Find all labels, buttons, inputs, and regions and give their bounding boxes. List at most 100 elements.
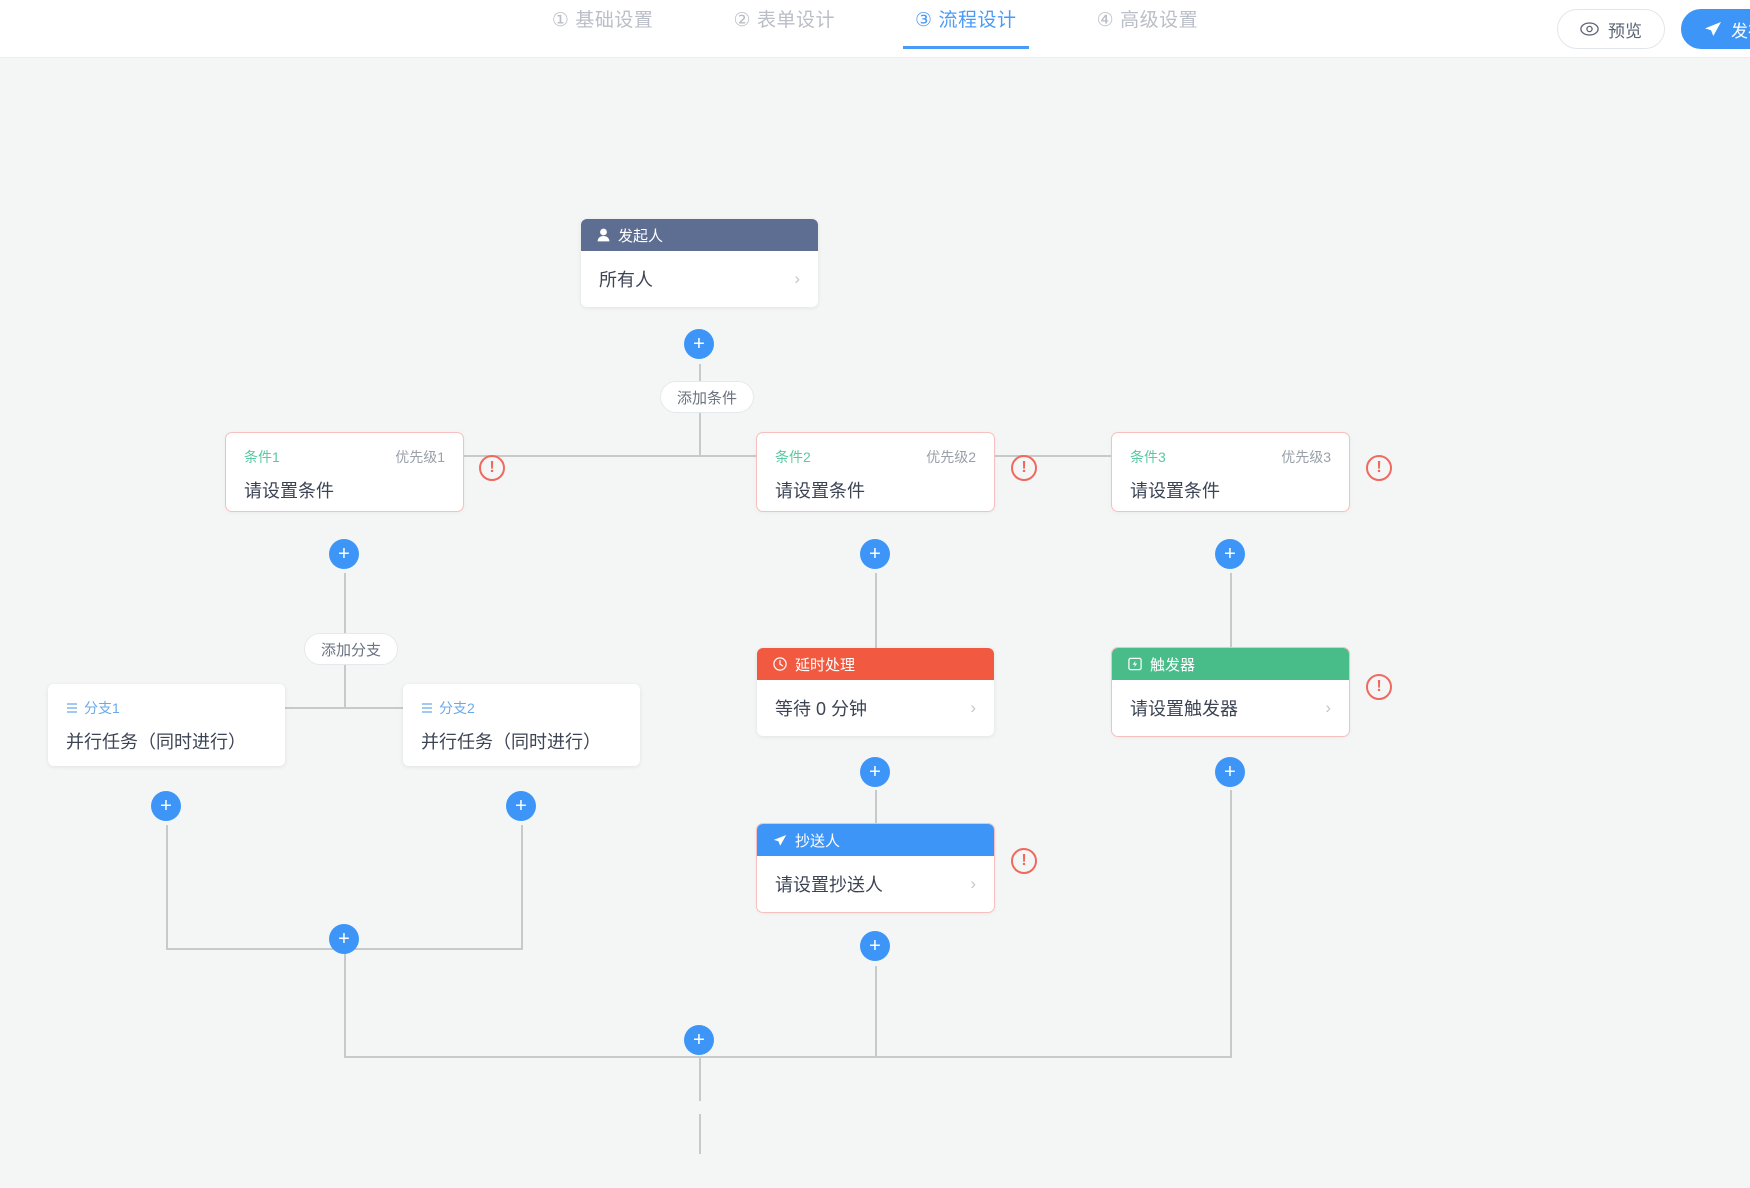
connector-cc-down bbox=[875, 966, 877, 1020]
send-icon bbox=[773, 834, 787, 847]
chevron-right-icon: › bbox=[970, 874, 976, 893]
card-condition-1-top: 条件1 优先级1 bbox=[226, 433, 463, 467]
node-cc[interactable]: 抄送人 请设置抄送人 › bbox=[757, 824, 994, 912]
node-cc-label: 抄送人 bbox=[795, 832, 841, 850]
card-branch-1-text: 并行任务（同时进行） bbox=[66, 732, 246, 752]
chevron-right-icon: › bbox=[1325, 698, 1331, 717]
add-node-button-after-trigger[interactable]: + bbox=[1215, 757, 1245, 787]
card-condition-1[interactable]: 条件1 优先级1 请设置条件 bbox=[226, 433, 463, 511]
connector-branch2-down bbox=[521, 825, 523, 950]
node-delay-body[interactable]: 等待 0 分钟 › bbox=[757, 680, 994, 736]
card-condition-1-priority: 优先级1 bbox=[395, 449, 445, 465]
connector-branch1-down bbox=[166, 825, 168, 950]
tab-process-design-number: ③ bbox=[915, 10, 933, 31]
connector-branch-bus bbox=[166, 707, 522, 709]
parallel-icon bbox=[421, 702, 433, 714]
node-cc-header: 抄送人 bbox=[757, 824, 994, 856]
send-icon bbox=[1704, 21, 1722, 37]
card-branch-2[interactable]: 分支2 并行任务（同时进行） bbox=[403, 684, 640, 766]
tab-form-design-label: 表单设计 bbox=[756, 10, 835, 31]
connector-condition3-down bbox=[1230, 573, 1232, 627]
preview-button-label: 预览 bbox=[1608, 21, 1642, 41]
preview-button[interactable]: 预览 bbox=[1557, 9, 1665, 49]
node-trigger-body[interactable]: 请设置触发器 › bbox=[1112, 680, 1349, 736]
node-trigger[interactable]: 触发器 请设置触发器 › bbox=[1112, 648, 1349, 736]
node-initiator-header: 发起人 bbox=[581, 219, 818, 251]
add-node-button-after-conditions[interactable]: + bbox=[684, 1025, 714, 1055]
add-branch-button[interactable]: 添加分支 bbox=[304, 633, 399, 665]
error-badge-condition-2[interactable]: ! bbox=[1011, 455, 1037, 481]
node-trigger-header: 触发器 bbox=[1112, 648, 1349, 680]
card-condition-2-top: 条件2 优先级2 bbox=[757, 433, 994, 467]
add-node-button-after-condition-2[interactable]: + bbox=[860, 539, 890, 569]
flow-canvas[interactable]: 发起人 所有人 › + 添加条件 条件1 优先级1 请设置条件 ! 条件2 优先… bbox=[0, 59, 1750, 1188]
add-node-button-in-branch-2[interactable]: + bbox=[506, 791, 536, 821]
add-node-button-after-condition-3[interactable]: + bbox=[1215, 539, 1245, 569]
add-node-button-after-condition-1[interactable]: + bbox=[329, 539, 359, 569]
card-branch-2-text: 并行任务（同时进行） bbox=[421, 732, 601, 752]
card-condition-2[interactable]: 条件2 优先级2 请设置条件 bbox=[757, 433, 994, 511]
tab-process-design-label: 流程设计 bbox=[938, 10, 1017, 31]
user-icon bbox=[597, 228, 610, 242]
error-badge-condition-3[interactable]: ! bbox=[1366, 455, 1392, 481]
add-condition-button[interactable]: 添加条件 bbox=[660, 381, 755, 413]
connector-bottom-bus bbox=[344, 1056, 1231, 1058]
card-branch-1-top: 分支1 bbox=[48, 684, 285, 718]
connector-plus-to-bus bbox=[699, 418, 701, 456]
card-branch-1-name-wrap: 分支1 bbox=[66, 698, 120, 718]
card-condition-2-name: 条件2 bbox=[775, 449, 811, 465]
node-delay-value: 等待 0 分钟 bbox=[775, 699, 868, 719]
connector-condition1-down bbox=[344, 573, 346, 627]
card-condition-2-text: 请设置条件 bbox=[775, 481, 865, 501]
tab-advanced-settings-label: 高级设置 bbox=[1120, 10, 1199, 31]
tab-advanced-settings-number: ④ bbox=[1096, 10, 1115, 31]
connector-trigger-plus-down bbox=[1230, 845, 1232, 1058]
chevron-right-icon: › bbox=[794, 269, 800, 288]
connector-trigger-down bbox=[1230, 790, 1232, 845]
node-trigger-label: 触发器 bbox=[1150, 656, 1196, 674]
card-condition-3-name: 条件3 bbox=[1130, 449, 1166, 465]
add-node-button-after-delay[interactable]: + bbox=[860, 757, 890, 787]
node-initiator-body[interactable]: 所有人 › bbox=[581, 251, 818, 307]
card-branch-1[interactable]: 分支1 并行任务（同时进行） bbox=[48, 684, 285, 766]
parallel-icon bbox=[66, 702, 78, 714]
node-delay-header: 延时处理 bbox=[757, 648, 994, 680]
card-condition-3-priority: 优先级3 bbox=[1281, 449, 1331, 465]
add-node-button-after-branch-join[interactable]: + bbox=[329, 924, 359, 954]
card-branch-2-name: 分支2 bbox=[439, 700, 475, 716]
connector-condition1-to-branchbus bbox=[344, 627, 346, 709]
publish-button[interactable]: 发布 bbox=[1681, 9, 1750, 49]
add-node-button-after-cc[interactable]: + bbox=[860, 931, 890, 961]
error-badge-cc[interactable]: ! bbox=[1011, 848, 1037, 874]
trigger-icon bbox=[1128, 657, 1142, 671]
node-initiator-label: 发起人 bbox=[618, 227, 664, 245]
connector-cc-plus-down bbox=[875, 1020, 877, 1058]
card-condition-3-text: 请设置条件 bbox=[1130, 481, 1220, 501]
node-trigger-value: 请设置触发器 bbox=[1130, 699, 1238, 719]
error-badge-condition-1[interactable]: ! bbox=[479, 455, 505, 481]
node-delay[interactable]: 延时处理 等待 0 分钟 › bbox=[757, 648, 994, 736]
card-condition-3[interactable]: 条件3 优先级3 请设置条件 bbox=[1112, 433, 1349, 511]
card-branch-2-name-wrap: 分支2 bbox=[421, 698, 475, 718]
connector-delay-down bbox=[875, 790, 877, 845]
node-initiator[interactable]: 发起人 所有人 › bbox=[581, 219, 818, 307]
node-delay-label: 延时处理 bbox=[795, 656, 856, 674]
add-node-button-after-initiator[interactable]: + bbox=[684, 329, 714, 359]
node-cc-body[interactable]: 请设置抄送人 › bbox=[757, 856, 994, 912]
eye-icon bbox=[1580, 22, 1599, 36]
add-node-button-in-branch-1[interactable]: + bbox=[151, 791, 181, 821]
tab-basic-settings-number: ① bbox=[551, 10, 570, 31]
connector-bottom-tail bbox=[699, 1114, 701, 1154]
card-condition-1-name: 条件1 bbox=[244, 449, 280, 465]
card-condition-1-text: 请设置条件 bbox=[244, 481, 334, 501]
tab-form-design-number: ② bbox=[733, 10, 751, 31]
error-badge-trigger[interactable]: ! bbox=[1366, 674, 1392, 700]
node-initiator-value: 所有人 bbox=[599, 270, 653, 290]
card-branch-2-top: 分支2 bbox=[403, 684, 640, 718]
